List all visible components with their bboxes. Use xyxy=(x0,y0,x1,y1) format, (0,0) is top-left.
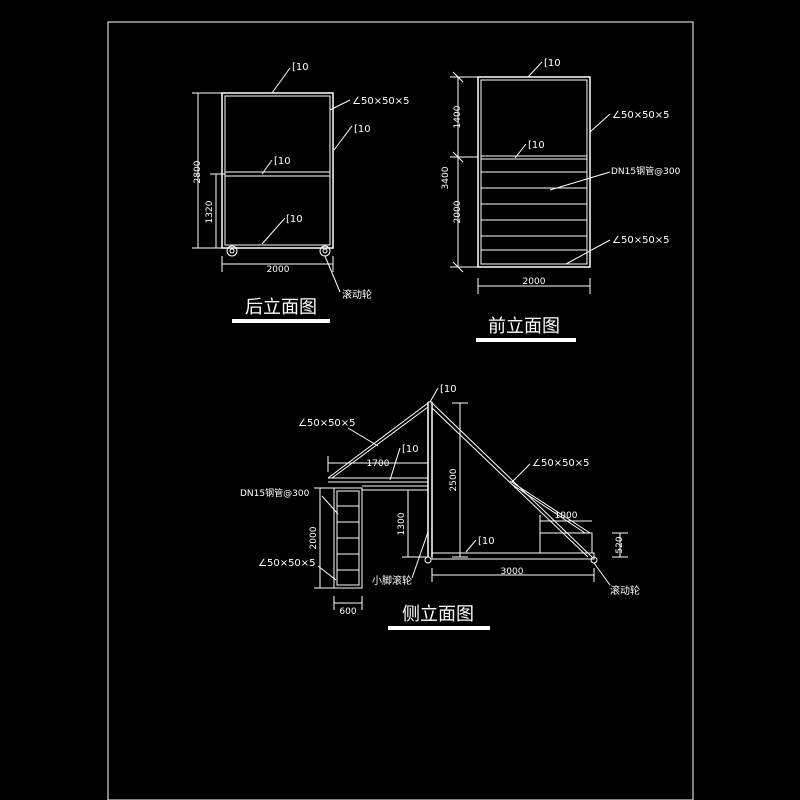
side-label-angle-lower: ∠50×50×5 xyxy=(258,558,316,569)
rear-leader-top xyxy=(271,67,291,94)
rear-wheel-right-hub xyxy=(322,248,328,254)
side-leader-angle-lower xyxy=(317,565,337,581)
rear-label-channel-right: [10 xyxy=(354,124,371,135)
rear-label-angle: ∠50×50×5 xyxy=(352,96,410,107)
front-dim-total-text: 3400 xyxy=(441,166,451,189)
rear-inner-frame xyxy=(224,95,331,246)
sheet-border xyxy=(107,21,694,800)
rear-label-channel-top: [10 xyxy=(292,62,309,73)
side-inner-brace xyxy=(509,480,591,534)
side-dim-1700-text: 1700 xyxy=(367,459,390,469)
rear-labels: [10 ∠50×50×5 [10 [10 [10 2800 1320 2000 … xyxy=(193,62,410,318)
side-base-rail xyxy=(431,552,595,560)
side-label-small-wheel: 小脚滚轮 xyxy=(372,574,412,587)
rear-leader-angle xyxy=(329,99,351,111)
side-counterweight xyxy=(539,532,593,554)
side-dim-1000-text: 1000 xyxy=(555,511,578,521)
side-dim-1300-text: 1300 xyxy=(397,512,407,535)
front-outer-frame xyxy=(477,76,591,268)
rear-label-channel-mid: [10 xyxy=(274,156,291,167)
rear-leader-bottom xyxy=(261,217,286,245)
side-label-wheel: 滚动轮 xyxy=(610,584,640,597)
side-label-angle-right: ∠50×50×5 xyxy=(532,458,590,469)
side-label-channel-top: [10 xyxy=(440,384,457,395)
side-left-slope xyxy=(327,402,429,479)
front-label-channel-mid: [10 xyxy=(528,140,545,151)
front-leader-top xyxy=(527,61,543,78)
side-right-slope xyxy=(431,402,593,558)
side-label-channel-base: [10 xyxy=(478,536,495,547)
front-dim-width-text: 2000 xyxy=(523,277,546,287)
front-leader-pipe xyxy=(549,171,611,191)
front-labels: [10 ∠50×50×5 [10 DN15钢管@300 ∠50×50×5 140… xyxy=(441,58,681,337)
front-label-angle-top: ∠50×50×5 xyxy=(612,110,670,121)
side-leader-upper xyxy=(389,447,401,481)
front-leader-angle-bottom xyxy=(565,239,611,265)
side-leader-angle-right xyxy=(511,463,531,483)
side-dim-2000-text: 2000 xyxy=(309,526,319,549)
rear-elevation xyxy=(192,67,353,323)
rear-dim-lower-text: 1320 xyxy=(205,200,215,223)
side-title: 侧立面图 xyxy=(402,604,474,625)
side-dim-520-text: 520 xyxy=(615,536,625,553)
rear-wheel-left-hub xyxy=(229,248,235,254)
front-label-pipe: DN15钢管@300 xyxy=(611,165,681,177)
side-leader-small-wheel xyxy=(411,531,429,579)
rear-label-channel-bottom: [10 xyxy=(286,214,303,225)
front-label-channel-top: [10 xyxy=(544,58,561,69)
rear-leader-right xyxy=(333,125,353,151)
side-leader-base xyxy=(465,539,477,553)
side-label-channel-upper: [10 xyxy=(402,444,419,455)
side-leader-wheel xyxy=(593,562,611,586)
front-leader-mid xyxy=(514,143,527,159)
side-elevation xyxy=(314,387,628,630)
front-dim-upper-text: 1400 xyxy=(453,105,463,128)
side-shelf-rack xyxy=(333,487,363,589)
rear-wheel-left xyxy=(226,245,238,257)
side-label-angle-left: ∠50×50×5 xyxy=(298,418,356,429)
rear-title: 后立面图 xyxy=(245,297,317,318)
side-dim-600-text: 600 xyxy=(339,607,356,617)
front-elevation xyxy=(450,61,611,342)
rear-outer-frame xyxy=(221,92,334,249)
side-dim-3000-text: 3000 xyxy=(501,567,524,577)
front-leader-angle-top xyxy=(589,113,611,133)
side-labels: [10 ∠50×50×5 [10 ∠50×50×5 DN15钢管@300 ∠50… xyxy=(240,384,640,625)
side-dim-2500-text: 2500 xyxy=(449,468,459,491)
rear-wheel-right xyxy=(319,245,331,257)
rear-leader-mid xyxy=(261,159,273,175)
rear-leader-wheel xyxy=(324,255,341,293)
rear-dim-width-text: 2000 xyxy=(267,265,290,275)
front-title: 前立面图 xyxy=(488,316,560,337)
rear-label-wheel: 滚动轮 xyxy=(342,288,372,301)
side-label-pipe: DN15钢管@300 xyxy=(240,487,310,499)
rear-dim-height-text: 2800 xyxy=(193,160,203,183)
side-leader-pipe xyxy=(321,495,339,515)
front-dim-lower-text: 2000 xyxy=(453,200,463,223)
side-leader-top xyxy=(429,387,439,403)
side-leader-angle-left xyxy=(347,427,379,447)
front-label-angle-bottom: ∠50×50×5 xyxy=(612,235,670,246)
